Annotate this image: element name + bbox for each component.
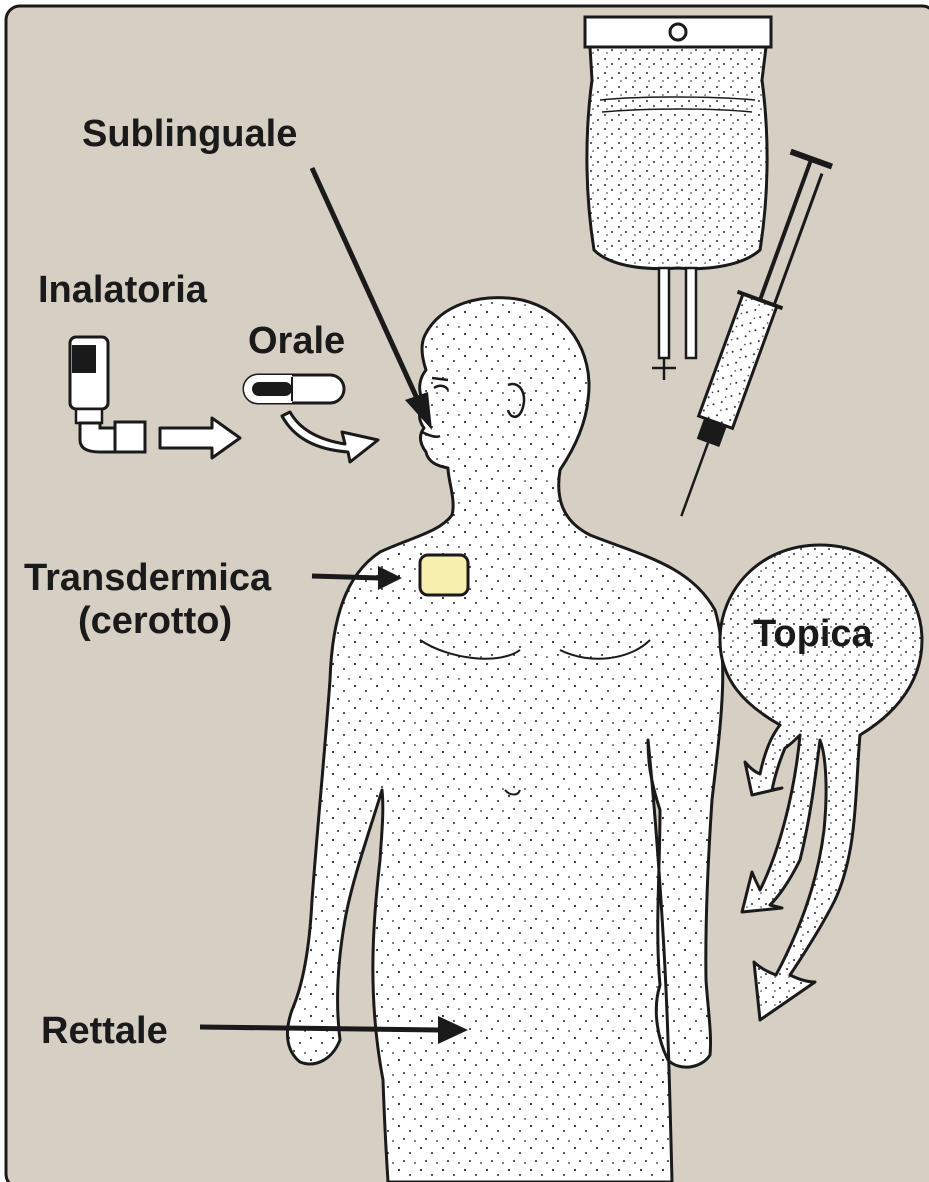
label-oral: Orale xyxy=(248,320,345,362)
label-transdermal-sub: (cerotto) xyxy=(78,600,232,642)
label-topical: Topica xyxy=(753,613,874,655)
capsule-icon xyxy=(244,375,344,403)
label-rectal: Rettale xyxy=(41,1010,168,1052)
label-sublingual: Sublinguale xyxy=(82,113,297,155)
label-inhalation: Inalatoria xyxy=(38,269,208,311)
transdermal-patch-icon xyxy=(420,555,468,595)
label-transdermal: Transdermica xyxy=(24,557,272,599)
